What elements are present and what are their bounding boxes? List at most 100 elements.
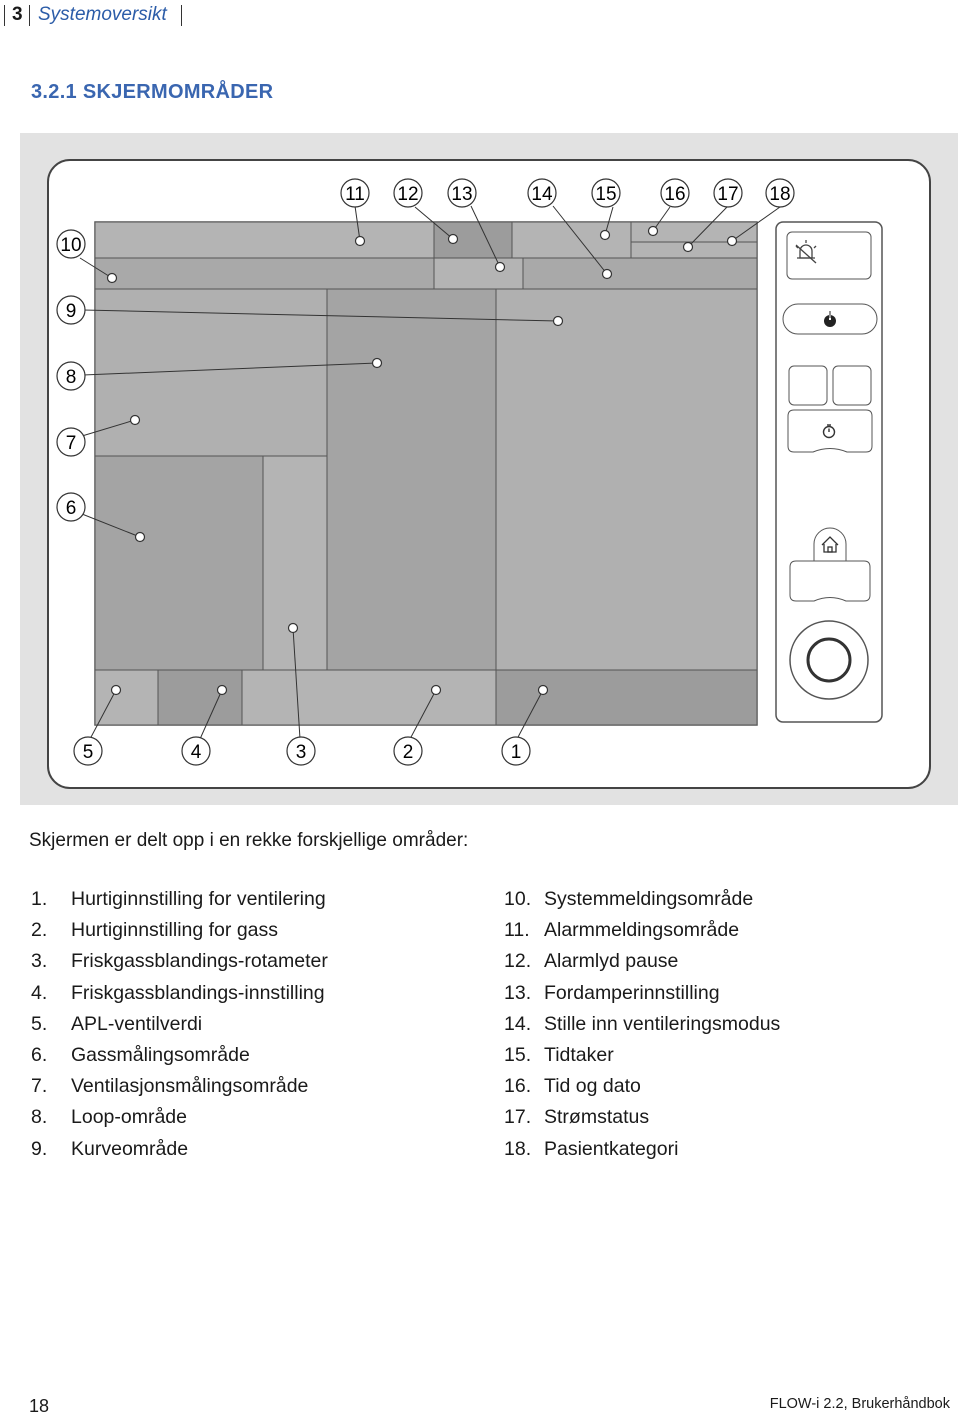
header-divider xyxy=(181,5,182,26)
item-label: Loop-område xyxy=(71,1106,187,1129)
list-item: 11.Alarmmeldingsområde xyxy=(504,915,780,946)
item-label: Friskgassblandings-rotameter xyxy=(71,950,328,973)
quick-ventilation-area xyxy=(495,669,758,726)
callout-16-label: 16 xyxy=(664,184,685,205)
item-number: 14. xyxy=(504,1012,532,1035)
item-number: 15. xyxy=(504,1044,532,1067)
item-label: APL-ventilverdi xyxy=(71,1012,203,1035)
gas-measurement-area xyxy=(94,455,264,671)
vaporizer-setting-area xyxy=(433,257,524,290)
item-number: 10. xyxy=(504,888,532,910)
item-number: 2. xyxy=(31,919,48,942)
rotary-knob xyxy=(806,637,852,683)
callout-17: 17 xyxy=(713,178,743,208)
item-label: Tidtaker xyxy=(544,1044,614,1067)
list-item: 13. Fordamperinnstilling xyxy=(504,978,780,1009)
item-label: Tid og dato xyxy=(544,1075,641,1098)
item-label: Hurtiginnstilling for ventilering xyxy=(71,888,326,910)
item-number: 8. xyxy=(31,1106,48,1129)
rotameter-area xyxy=(262,455,328,671)
item-number: 5. xyxy=(31,1012,48,1035)
patient-category-area xyxy=(522,257,758,290)
callout-11-label: 11 xyxy=(345,184,365,205)
callout-15-label: 15 xyxy=(595,184,616,205)
item-number: 3. xyxy=(31,950,48,973)
callout-18: 18 xyxy=(765,178,795,208)
callouts-top: 11 12 13 14 15 16 17 18 xyxy=(340,178,795,208)
callout-5-label: 5 xyxy=(83,742,94,763)
item-label: Friskgassblandings-innstilling xyxy=(71,981,325,1004)
item-number: 17. xyxy=(504,1106,532,1129)
item-number: 12. xyxy=(504,950,532,973)
callout-12-label: 12 xyxy=(397,184,418,205)
alarm-silence-icon xyxy=(795,240,817,264)
item-number: 6. xyxy=(31,1044,48,1067)
alarm-message-area xyxy=(94,221,435,259)
intro-text: Skjermen er delt opp i en rekke forskjel… xyxy=(29,830,469,851)
callout-6-label: 6 xyxy=(66,498,77,519)
list-item: 5. APL-ventilverdi xyxy=(31,1009,328,1040)
page-number: 18 xyxy=(29,1396,50,1416)
item-label: Alarmmeldingsområde xyxy=(544,919,740,942)
item-label: Fordamperinnstilling xyxy=(544,981,720,1004)
callout-2-label: 2 xyxy=(403,742,414,763)
callout-3: 3 xyxy=(286,736,316,766)
item-number: 13. xyxy=(504,981,532,1004)
chapter-title: Systemoversikt xyxy=(38,4,167,25)
callout-6: 6 xyxy=(56,492,86,522)
callout-9: 9 xyxy=(56,295,86,325)
item-label: Pasientkategori xyxy=(544,1137,679,1160)
list-item: 12. Alarmlyd pause xyxy=(504,946,780,977)
screen-areas-figure: 11 12 13 14 15 16 17 18 10 9 8 7 6 5 4 3… xyxy=(20,133,958,805)
callout-11: 11 xyxy=(340,178,370,208)
callout-7: 7 xyxy=(56,427,86,457)
time-date-area xyxy=(630,241,758,259)
fresh-gas-setting-area xyxy=(157,669,243,726)
callout-8-label: 8 xyxy=(66,367,77,388)
alarm-silence-button xyxy=(786,231,872,280)
item-number: 16. xyxy=(504,1075,532,1098)
timer-icon xyxy=(822,424,836,439)
item-label: Stille inn ventileringsmodus xyxy=(544,1012,781,1035)
item-label: Alarmlyd pause xyxy=(544,950,679,973)
list-item: 9.Kurveområde xyxy=(31,1134,328,1165)
home-icon xyxy=(821,536,839,553)
home-button xyxy=(789,560,871,602)
item-number: 18. xyxy=(504,1137,532,1160)
item-label: Systemmeldingsområde xyxy=(544,888,754,910)
header-divider xyxy=(4,5,5,26)
leader-lines xyxy=(79,205,781,740)
callout-13: 13 xyxy=(447,178,477,208)
left-soft-button xyxy=(788,365,828,406)
list-item: 6.Gassmålingsområde xyxy=(31,1040,328,1071)
callout-3-label: 3 xyxy=(296,742,307,763)
callout-18-label: 18 xyxy=(769,184,790,205)
callout-4: 4 xyxy=(181,736,211,766)
list-item: 1.Hurtiginnstilling for ventilering xyxy=(31,884,328,915)
system-message-area xyxy=(94,257,435,290)
item-label: Ventilasjonsmålingsområde xyxy=(71,1075,309,1098)
loop-area xyxy=(326,288,497,671)
waveform-area xyxy=(495,288,758,671)
home-tab xyxy=(813,527,847,562)
list-item: 16. Tid og dato xyxy=(504,1071,780,1102)
list-item: 10. Systemmeldingsområde xyxy=(504,884,780,915)
list-item: 15. Tidtaker xyxy=(504,1040,780,1071)
right-soft-button xyxy=(832,365,872,406)
areas-list-right: 10. Systemmeldingsområde 11.Alarmmeldings… xyxy=(504,884,780,1165)
list-item: 14. Stille inn ventileringsmodus xyxy=(504,1009,780,1040)
document-title: FLOW-i 2.2, Brukerhåndbok xyxy=(769,1396,950,1412)
ventilation-mode-area xyxy=(511,221,632,259)
ventilation-measurement-area xyxy=(94,288,328,457)
callouts-bottom: 5 4 3 2 1 xyxy=(73,736,531,766)
quick-gas-area xyxy=(241,669,497,726)
header-divider xyxy=(29,5,30,26)
callout-14-label: 14 xyxy=(531,184,553,205)
callout-2: 2 xyxy=(393,736,423,766)
callout-4-label: 4 xyxy=(191,742,202,763)
callout-15: 15 xyxy=(591,178,621,208)
callout-17-label: 17 xyxy=(717,184,738,205)
list-item: 17.Strømstatus xyxy=(504,1102,780,1133)
item-number: 4. xyxy=(31,981,48,1004)
callout-14: 14 xyxy=(527,178,557,208)
